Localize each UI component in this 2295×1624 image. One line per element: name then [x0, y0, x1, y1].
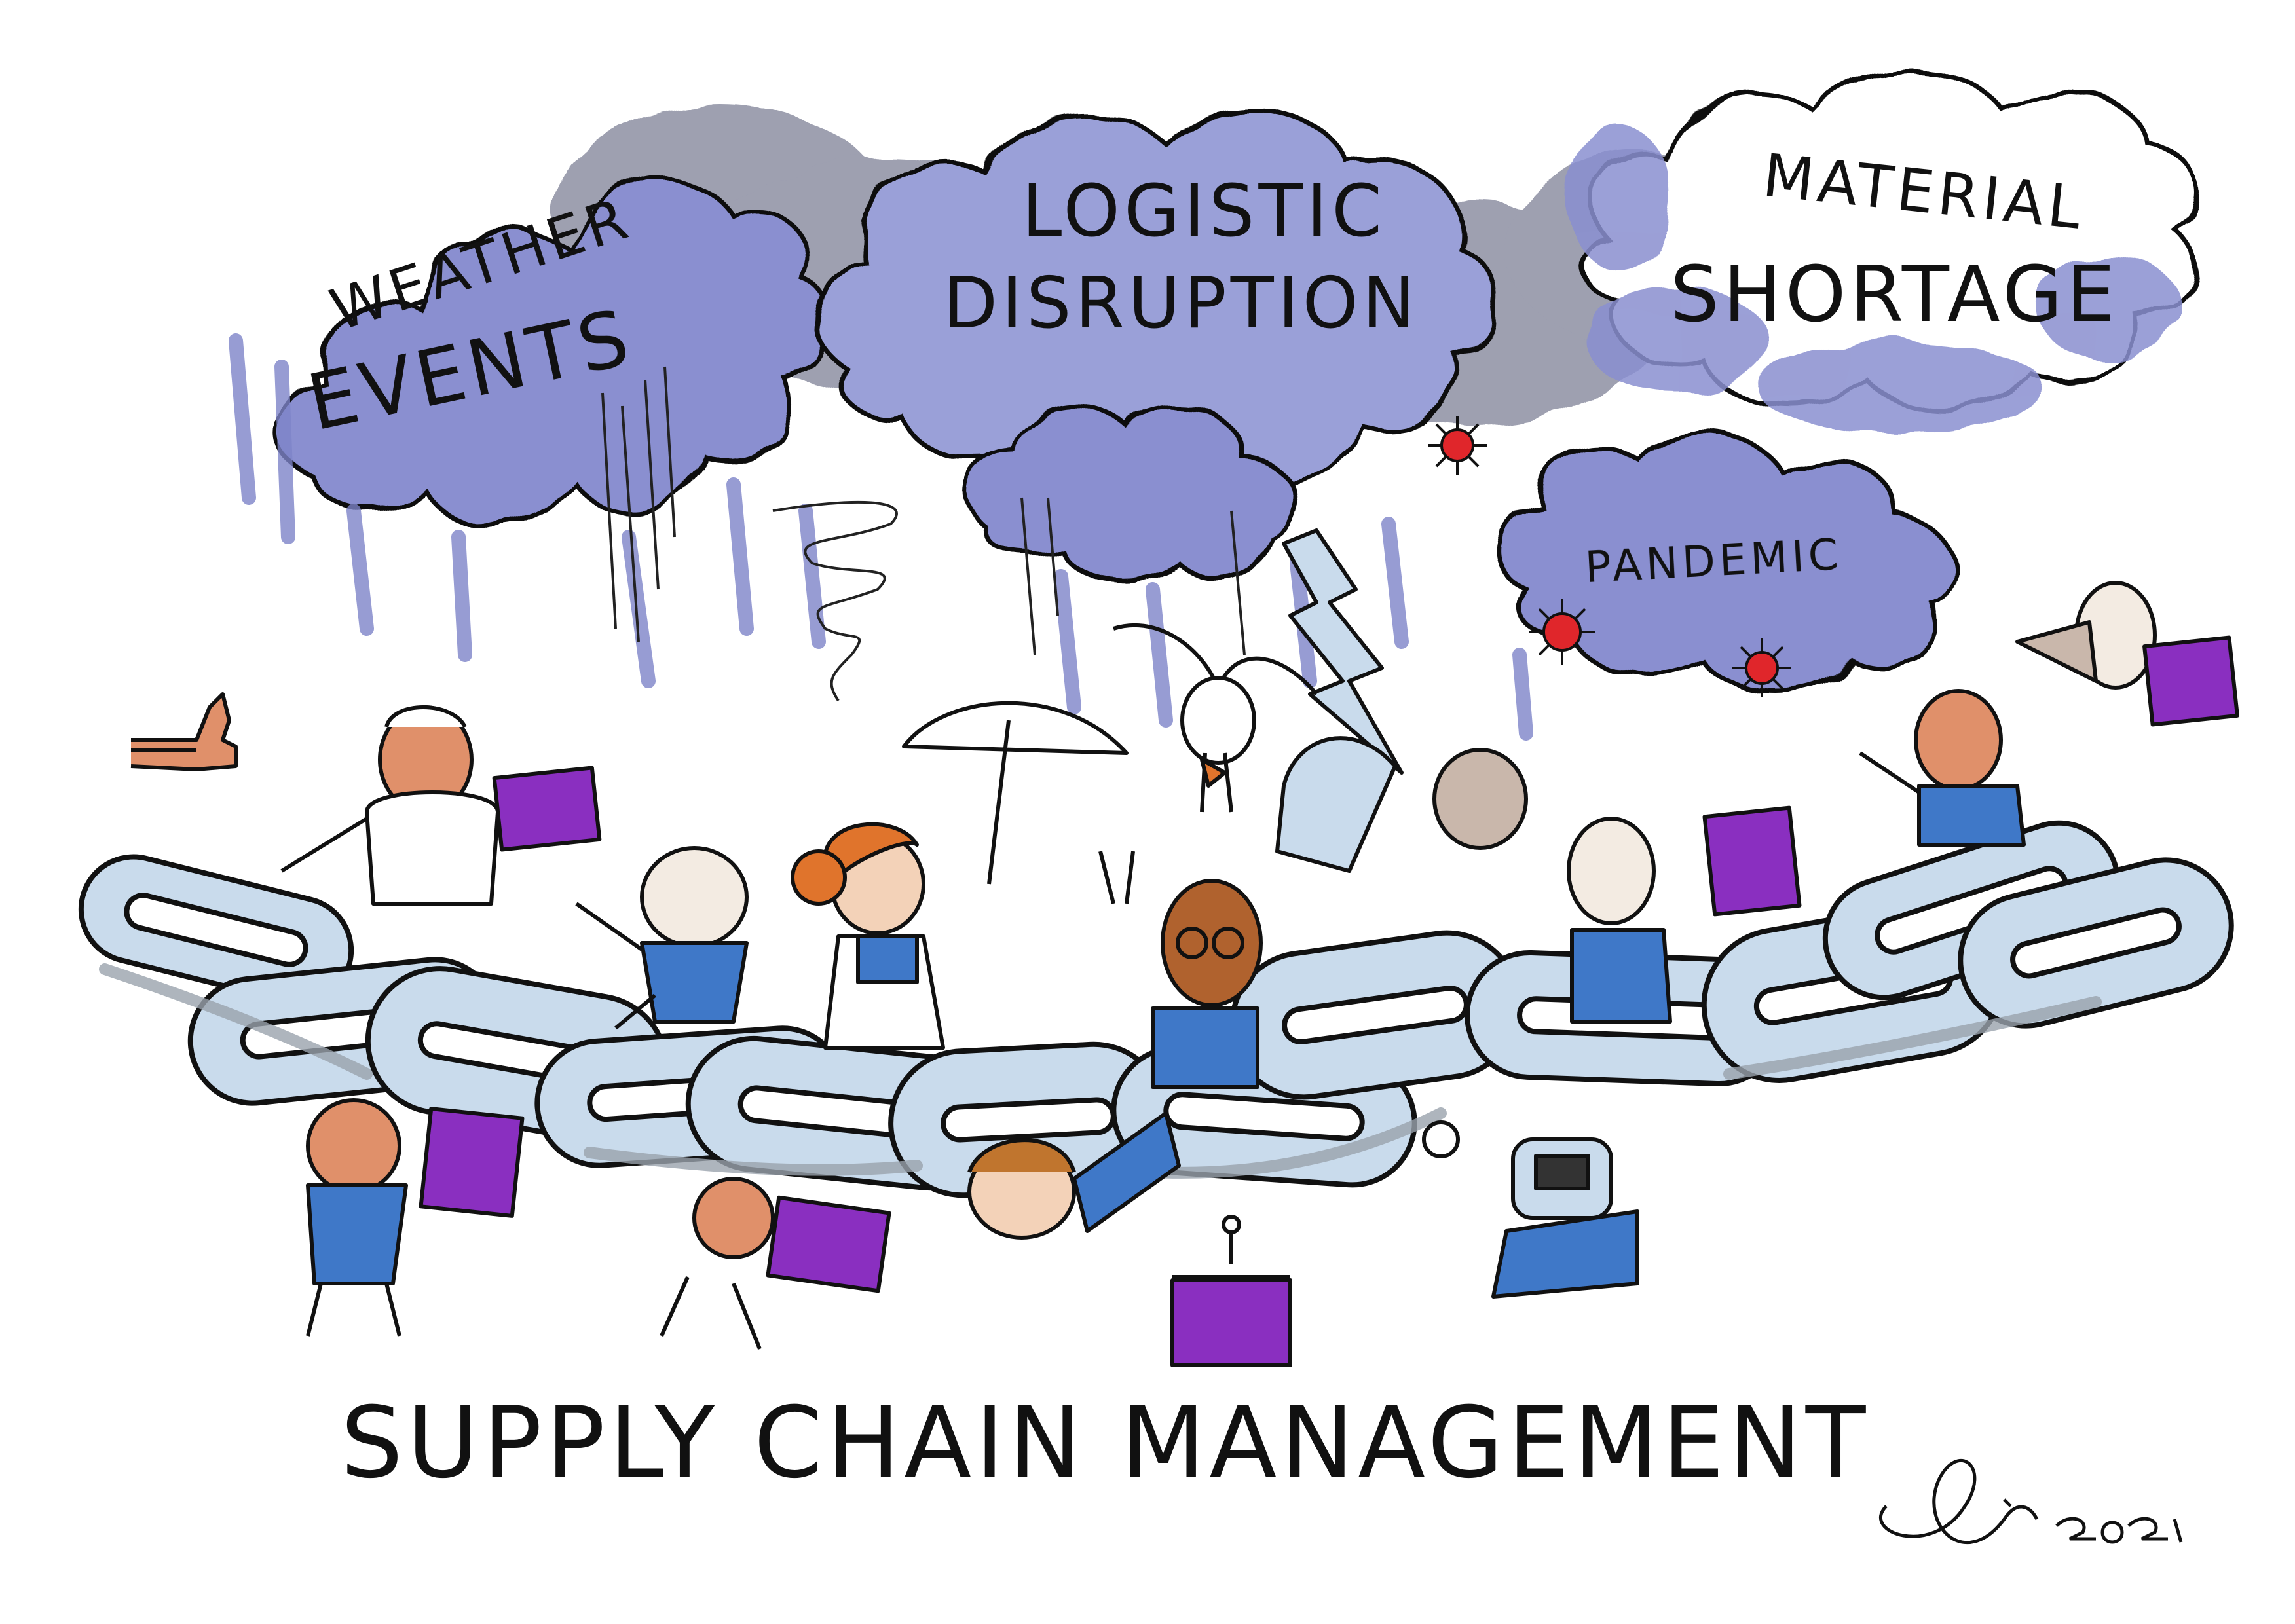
worker-7-carrying: [660, 1177, 891, 1350]
material-label-line2: SHORTAGE: [1670, 249, 2119, 339]
hanging-box: [1170, 1215, 1292, 1367]
parcel-box: [766, 1195, 891, 1293]
parcel-box: [2142, 635, 2239, 727]
virus-icon: [1732, 638, 1791, 697]
worker-3: [575, 846, 749, 1030]
characters: [130, 581, 2239, 1367]
worker-10-welder: [1422, 1120, 1639, 1299]
worker-12: [2015, 581, 2239, 727]
pandemic-cloud: [1493, 430, 1956, 693]
worker-11: [1859, 689, 2026, 847]
material-cloud-shade: [1565, 124, 2181, 432]
umbrella-icon: [902, 701, 1129, 755]
tornado-icon: [772, 500, 898, 702]
chain-link: [78, 854, 354, 1006]
logistic-cloud-lower: [963, 405, 1296, 582]
parcel-box: [1170, 1278, 1292, 1367]
worker-9: [1275, 736, 1528, 873]
chain-link: [1229, 930, 1521, 1100]
worker-8-box: [1567, 805, 1802, 1024]
caption-title: SUPPLY CHAIN MANAGEMENT: [341, 1386, 1869, 1500]
virus-icons: [1428, 416, 1791, 697]
worker-1: [280, 705, 602, 906]
worker-2: [306, 1098, 525, 1337]
worker-6-hanging: [967, 1111, 1181, 1240]
logistic-label-line1: LOGISTIC: [1022, 169, 1386, 253]
weather-cloud: [272, 177, 832, 527]
seagull: [1113, 623, 1318, 813]
parcel-box: [492, 766, 602, 852]
rain-ink-lines: [601, 366, 1246, 655]
thumbs-up-hand: [130, 692, 238, 771]
parcel-box: [419, 1107, 525, 1218]
chain-shadows: [99, 963, 2102, 1179]
worker-4-umbrella: [791, 701, 1129, 1050]
logistic-label-line2: DISRUPTION: [943, 263, 1419, 344]
spark-icon: [1422, 1120, 1460, 1158]
virus-icon: [1529, 599, 1595, 665]
virus-icon: [1428, 416, 1487, 475]
worker-5-glasses: [1098, 851, 1263, 1089]
lightning-icon: [1282, 528, 1404, 775]
chain-link: [1958, 857, 2234, 1029]
artist-signature: [1879, 1458, 2183, 1544]
storm-clouds: [272, 69, 2200, 693]
parcel-box: [1702, 805, 1802, 917]
